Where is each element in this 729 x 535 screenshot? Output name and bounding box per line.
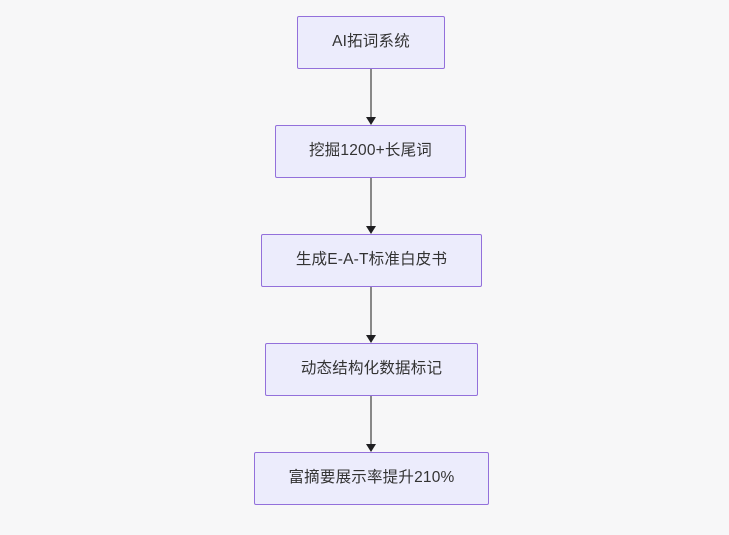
flowchart-node-generate-eat-whitepaper[interactable]: 生成E-A-T标准白皮书 [261, 234, 482, 287]
arrowhead-icon [366, 117, 376, 125]
connector-line [370, 287, 372, 336]
flowchart-node-mine-longtail-keywords[interactable]: 挖掘1200+长尾词 [275, 125, 466, 178]
node-label: AI拓词系统 [332, 33, 410, 51]
node-label: 富摘要展示率提升210% [288, 469, 455, 487]
flowchart-node-ai-keyword-system[interactable]: AI拓词系统 [297, 16, 445, 69]
connector-line [370, 396, 372, 445]
flowchart-node-rich-snippet-impression-uplift[interactable]: 富摘要展示率提升210% [254, 452, 489, 505]
node-label: 生成E-A-T标准白皮书 [295, 251, 448, 269]
connector-line [370, 178, 372, 227]
arrowhead-icon [366, 226, 376, 234]
node-label: 动态结构化数据标记 [300, 360, 443, 378]
connector-line [370, 69, 372, 118]
arrowhead-icon [366, 444, 376, 452]
arrowhead-icon [366, 335, 376, 343]
flowchart-node-dynamic-structured-data-markup[interactable]: 动态结构化数据标记 [265, 343, 478, 396]
node-label: 挖掘1200+长尾词 [308, 142, 433, 160]
